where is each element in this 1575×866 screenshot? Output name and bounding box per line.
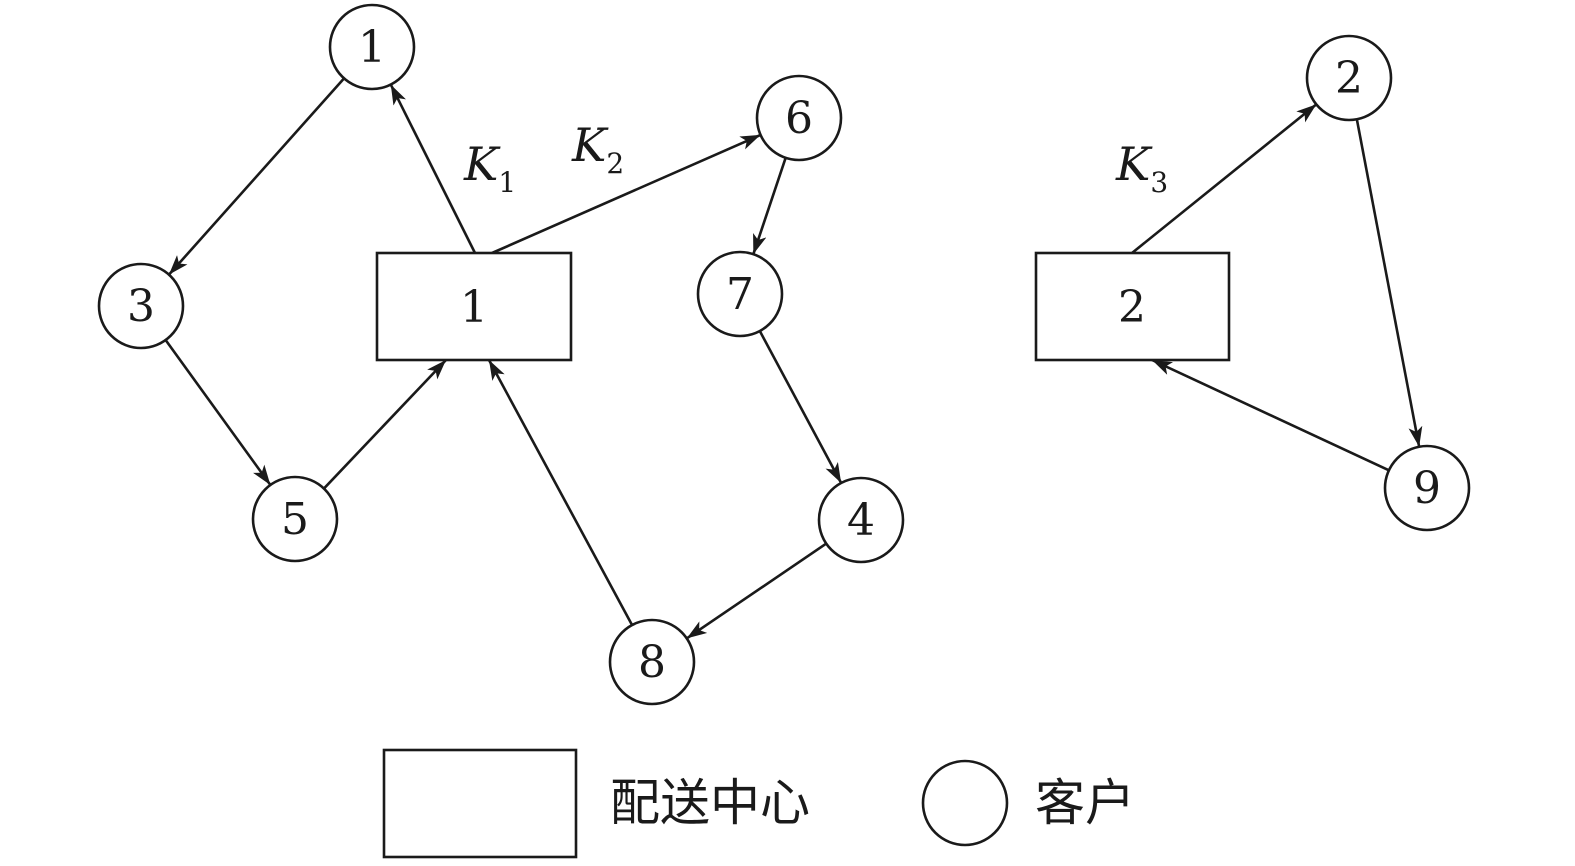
customer-3: 3 — [97, 262, 185, 350]
customer-7-label: 7 — [726, 269, 754, 320]
route-2-edge-d1-to-c6 — [491, 133, 762, 255]
customer-9: 9 — [1383, 444, 1471, 532]
legend-customer-label: 客户 — [1035, 774, 1135, 832]
route-3-edge-c2-to-c9 — [1355, 119, 1423, 447]
customer-8-label: 8 — [638, 637, 666, 688]
route-2-edge-c4-to-c8 — [686, 542, 827, 640]
customer-5-label: 5 — [281, 494, 309, 545]
depot-2: 2 — [1034, 251, 1231, 362]
route-2-edge-c7-to-c4 — [758, 330, 843, 484]
customer-4: 4 — [817, 476, 905, 564]
legend-depot-symbol — [382, 748, 578, 859]
customer-1-label: 1 — [358, 22, 386, 73]
route-2-edge-c8-to-d1 — [487, 359, 634, 626]
customer-9-label: 9 — [1413, 463, 1441, 514]
route-label-k3: K3 — [1115, 137, 1168, 199]
route-edges — [164, 77, 1423, 640]
customer-2: 2 — [1305, 34, 1393, 122]
customer-3-label: 3 — [127, 281, 155, 332]
route-label-k1: K1 — [463, 137, 516, 199]
customer-8: 8 — [608, 618, 696, 706]
customer-5: 5 — [251, 475, 339, 563]
customer-2-label: 2 — [1335, 53, 1363, 104]
customer-6: 6 — [755, 74, 843, 162]
customer-7: 7 — [696, 250, 784, 338]
route-1-edge-c5-to-d1 — [322, 359, 447, 490]
legend: 配送中心 客户 — [382, 748, 1135, 859]
legend-customer-symbol — [921, 759, 1009, 847]
customer-6-label: 6 — [785, 93, 813, 144]
route-1-edge-c1-to-c3 — [167, 77, 346, 276]
customer-1: 1 — [328, 3, 416, 91]
route-2-edge-c6-to-c7 — [752, 157, 787, 255]
customer-4-label: 4 — [847, 495, 875, 546]
route-1-edge-c3-to-c5 — [164, 339, 272, 486]
route-3-edge-d2-to-c2 — [1131, 103, 1318, 255]
route-3-edge-c9-to-d2 — [1151, 358, 1390, 472]
route-1-edge-d1-to-c1 — [389, 83, 477, 254]
legend-depot-label: 配送中心 — [610, 774, 810, 832]
depot-2-label: 2 — [1118, 282, 1146, 333]
depot-1-label: 1 — [460, 282, 488, 333]
route-label-k2: K2 — [571, 118, 624, 180]
depot-1: 1 — [375, 251, 573, 362]
